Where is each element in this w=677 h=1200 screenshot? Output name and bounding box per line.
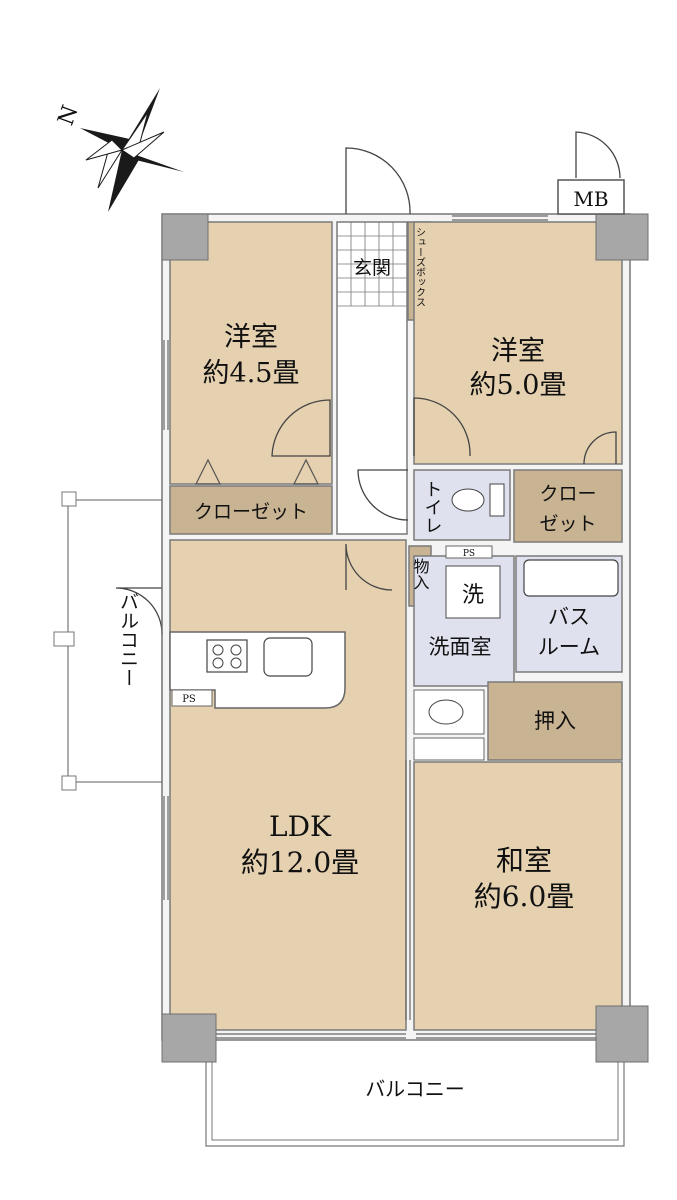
japanese-room-size: 約6.0畳 [474,880,575,913]
entrance-tiles [337,222,407,307]
washroom-label: 洗面室 [429,635,492,659]
washbasin-icon [428,699,464,725]
closet-right-label-1: クロー [539,483,596,505]
bottom-balcony [205,1048,625,1147]
closet-right [513,469,623,543]
closet-left-label: クローゼット [194,501,308,523]
bath-label-2: ルーム [538,635,600,659]
oshiire-area [487,681,623,761]
toilet-icon [451,483,505,517]
balcony-side-label: バルコニー [117,592,139,687]
western-room-b-name: 洋室 [491,336,545,367]
washer-box [445,565,501,619]
ldk-name: LDK [269,810,332,843]
japanese-room-name: 和室 [496,844,552,877]
shoe-box-label: シューズボックス [414,227,426,307]
mb-box [557,179,625,215]
storage-label: 物入 [411,558,430,590]
western-room-a-name: 洋室 [224,322,278,353]
ldk-size: 約12.0畳 [241,846,359,879]
oshiire-label: 押入 [534,709,576,733]
entrance-door [345,147,411,215]
entrance-label: 玄関 [353,257,391,279]
ps-top-label: PS [463,549,475,559]
ps-top-box [445,545,493,559]
north-label: N [54,102,84,129]
stove-icon [206,639,248,673]
mb-label: MB [573,187,608,211]
western-room-a-size: 約4.5畳 [203,358,300,389]
japanese-room-area [413,761,623,1031]
bathtub-icon [523,559,619,597]
balcony-bottom-label: バルコニー [365,1077,465,1101]
compass-rose-icon [80,88,184,212]
room-b-door [413,397,471,457]
pillar-top-right [595,213,649,261]
balcony-side-door [115,587,163,635]
western-room-b-size: 約5.0畳 [470,370,567,401]
bath-label-1: バス [548,605,590,629]
toilet-label: トイレ [422,480,443,534]
side-balcony [53,491,163,791]
western-room-a-area [169,221,333,485]
pillar-bottom-right [595,1005,649,1063]
pillar-top-left [161,213,209,261]
closet-right-door [583,431,617,465]
ps-kitchen-label: PS [182,694,196,705]
washer-label: 洗 [462,583,484,608]
entrance-floor [336,221,408,535]
sink-icon [263,637,313,677]
toilet-door [357,469,409,521]
closet-right-label-2: ゼット [539,513,596,535]
pillar-bottom-left [161,1013,217,1063]
ldk-door [345,543,393,591]
western-room-b-area [413,221,623,465]
ldk-area [169,539,407,1031]
mb-door [575,131,621,179]
closet-left [169,485,333,535]
hall-cabinet [413,737,485,761]
room-a-door [271,399,331,457]
ps-kitchen-box [171,689,213,707]
